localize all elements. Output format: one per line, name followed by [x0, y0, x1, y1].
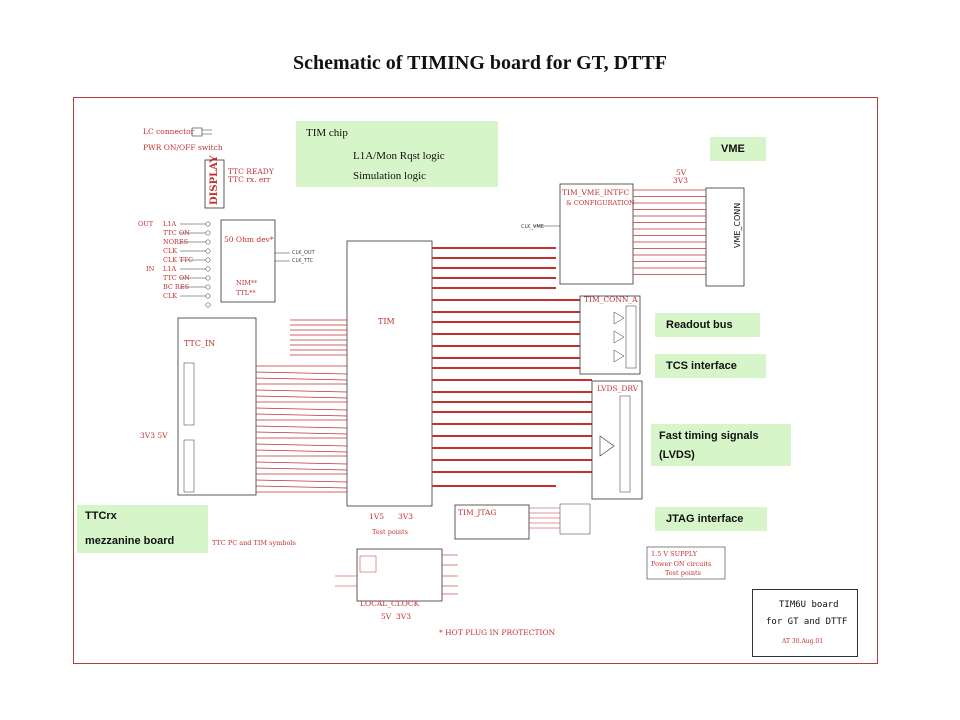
ttc-tim-wire	[255, 407, 348, 411]
label-clock-3v3: 3V3	[396, 612, 411, 621]
label-tim-jtag: TIM_JTAG	[458, 508, 496, 517]
svg-text:IN: IN	[146, 265, 155, 273]
label-vme-conn: VME_CONN	[733, 203, 742, 248]
svg-text:BC RES: BC RES	[163, 283, 189, 291]
svg-text:L1A: L1A	[163, 265, 176, 273]
lc-connector-symbol	[191, 127, 212, 137]
buffer-symbols	[613, 305, 637, 369]
label-supply: 1.5 V SUPPLY	[651, 550, 698, 558]
ttc-tim-wire	[255, 371, 348, 375]
tim-vme-intfc-block	[559, 183, 634, 285]
tim-conn-a-block	[579, 295, 641, 375]
title-block: TIM6U board for GT and DTTF AT 30.Aug.01	[752, 589, 858, 657]
title-block-line3: AT 30.Aug.01	[782, 638, 824, 645]
ttc-tim-wire	[255, 461, 348, 465]
label-supply-test-points: Test points	[665, 569, 701, 577]
title-block-line1: TIM6U board	[779, 600, 839, 610]
label-local-clock: LOCAL_CLOCK	[360, 599, 420, 608]
label-tim-conn-a: TIM_CONN_A	[584, 295, 638, 304]
ttcrx-callout: TTCrx mezzanine board	[77, 505, 208, 553]
ttcrx-line2: mezzanine board	[85, 535, 175, 547]
readout-bus-callout: Readout bus	[655, 313, 760, 337]
label-ttc-pc: TTC PC and TIM symbols	[212, 539, 296, 547]
svg-text:CLK TTC: CLK TTC	[163, 256, 193, 264]
label-vme-5v: 5V	[676, 168, 687, 177]
page-title: Schematic of TIMING board for GT, DTTF	[293, 52, 667, 74]
ttc-tim-wire	[255, 377, 348, 381]
vme-conn-block	[705, 187, 745, 287]
label-tim-1v5: 1V5	[369, 512, 384, 521]
local-clock-block	[356, 548, 443, 602]
label-lc-connector: LC connector	[143, 127, 195, 136]
label-ttc-ready: TTC READY	[228, 167, 275, 176]
label-hot-plug: * HOT PLUG IN PROTECTION	[439, 628, 556, 637]
tim-chip-callout: TIM chip L1A/Mon Rqst logic Simulation l…	[296, 121, 498, 187]
lvds-drv-block	[591, 380, 643, 500]
jtag-interface-callout: JTAG interface	[655, 507, 767, 531]
ttc-tim-wire	[255, 485, 348, 489]
svg-text:3V3 5V: 3V3 5V	[140, 431, 168, 440]
schematic-frame	[73, 97, 878, 664]
lvds-driver-symbol	[599, 435, 615, 457]
svg-text:CLK_VME: CLK_VME	[521, 224, 544, 230]
fast-timing-line1: Fast timing signals	[659, 430, 759, 442]
ttcrx-line1: TTCrx	[85, 510, 117, 522]
fast-timing-callout: Fast timing signals (LVDS)	[651, 424, 791, 466]
label-tim-test-points: Test points	[372, 528, 408, 536]
label-power-on: Power ON circuits	[651, 560, 711, 568]
tim-jtag-block	[454, 504, 530, 540]
ttc-tim-wire	[255, 479, 348, 483]
label-tim-vme-intfc: TIM_VME_INTFC	[562, 188, 629, 197]
fast-timing-line2: (LVDS)	[659, 449, 695, 461]
ttc-tim-wire	[255, 431, 348, 435]
ttc-tim-wire	[255, 395, 348, 399]
ttc-tim-wire	[255, 413, 348, 417]
svg-text:TTC ON: TTC ON	[163, 274, 190, 282]
svg-text:CLK_TTC: CLK_TTC	[292, 258, 314, 264]
tim-chip-heading: TIM chip	[306, 127, 348, 139]
left-connector-pins	[180, 221, 211, 308]
svg-text:CLK_OUT: CLK_OUT	[292, 250, 316, 256]
title-block-line2: for GT and DTTF	[766, 617, 848, 627]
tim-chip-line1: L1A/Mon Rqst logic	[353, 150, 445, 162]
label-ohm-dev: 50 Ohm dev*	[224, 235, 274, 244]
ttc-in-block	[177, 317, 257, 496]
vme-callout: VME	[710, 137, 766, 161]
tcs-interface-callout: TCS interface	[655, 354, 766, 378]
tim-block	[346, 240, 433, 507]
svg-text:OUT: OUT	[138, 220, 154, 228]
label-display: DISPLAY	[209, 155, 220, 205]
label-ttc-err: TTC rx. err	[228, 175, 271, 184]
ttc-tim-wire	[255, 389, 348, 393]
svg-text:L1A: L1A	[163, 220, 176, 228]
label-lvds-drv: LVDS_DRV	[597, 384, 639, 393]
label-tim-3v3: 3V3	[398, 512, 413, 521]
label-tim: TIM	[378, 317, 395, 326]
tim-chip-line2: Simulation logic	[353, 170, 427, 182]
label-clock-5v: 5V	[381, 612, 392, 621]
ttc-tim-wire	[255, 443, 348, 447]
svg-text:NIM**: NIM**	[236, 279, 258, 287]
ttc-tim-wire	[255, 449, 348, 453]
label-vme-3v3: 3V3	[673, 176, 688, 185]
svg-text:NORES: NORES	[163, 238, 188, 246]
ttc-tim-wire	[255, 467, 348, 471]
ttc-tim-wire	[255, 425, 348, 429]
display-component	[204, 159, 225, 209]
svg-text:TTC ON: TTC ON	[163, 229, 190, 237]
supply-box	[646, 546, 726, 580]
svg-text:TTL**: TTL**	[236, 289, 256, 297]
label-pwr-switch: PWR ON/OFF switch	[143, 143, 223, 152]
label-configuration: & CONFIGURATION	[566, 199, 635, 207]
svg-text:CLK: CLK	[163, 247, 177, 255]
label-ttc-in: TTC_IN	[184, 339, 215, 348]
svg-text:CLK: CLK	[163, 292, 177, 300]
